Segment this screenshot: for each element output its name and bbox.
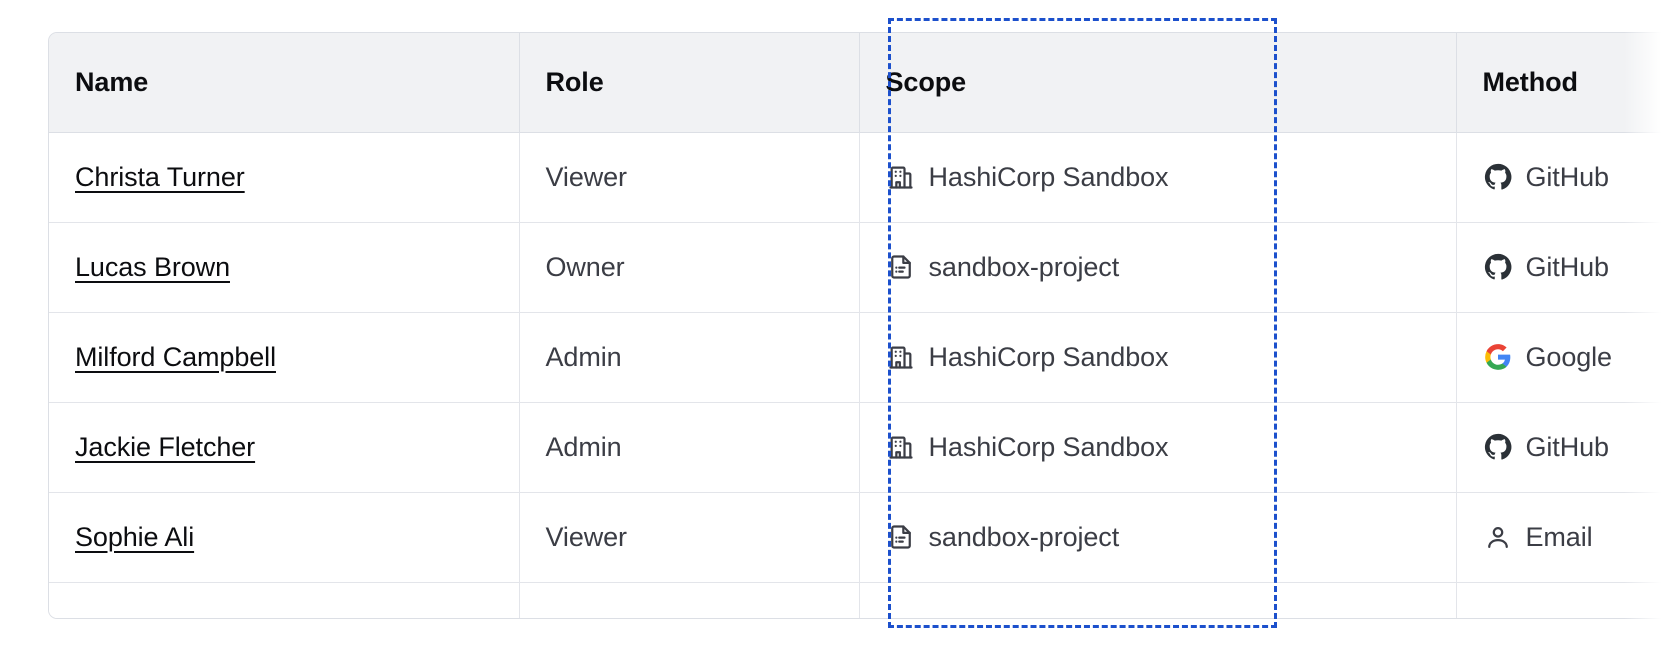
cell-role: Viewer (519, 492, 860, 583)
column-header-method[interactable]: Method (1456, 33, 1672, 133)
method-label: GitHub (1525, 251, 1610, 282)
scope-label: HashiCorp Sandbox (928, 341, 1169, 372)
cell-method: GitHub (1456, 132, 1672, 223)
cell-role: Owner (519, 222, 860, 313)
cell-method: Email (1456, 492, 1672, 583)
google-icon (1483, 342, 1513, 372)
user-name-link[interactable]: Christa Turner (75, 161, 245, 192)
scope-label: sandbox-project (928, 521, 1120, 552)
table-header: Name Role Scope Method (49, 33, 1672, 133)
project-document-icon (886, 522, 916, 552)
cell-role (519, 582, 860, 618)
user-name-link[interactable]: Sophie Ali (75, 521, 195, 552)
cell-role: Admin (519, 312, 860, 403)
scope-label: HashiCorp Sandbox (928, 431, 1169, 462)
method-label: GitHub (1525, 161, 1610, 192)
user-person-icon (1483, 522, 1513, 552)
cell-scope (859, 582, 1457, 618)
organization-building-icon (886, 162, 916, 192)
github-icon (1483, 432, 1513, 462)
method-label: Google (1525, 341, 1613, 372)
method-label: GitHub (1525, 431, 1610, 462)
github-icon (1483, 252, 1513, 282)
column-header-scope[interactable]: Scope (859, 33, 1457, 133)
permissions-table: Name Role Scope Method Christa Turner Vi… (49, 33, 1672, 618)
column-header-name[interactable]: Name (49, 33, 520, 133)
cell-name: Jackie Fletcher (49, 402, 520, 493)
cell-name: Christa Turner (49, 132, 520, 223)
table-row: Jackie Fletcher Admin (49, 402, 1672, 493)
cell-method: Google (1456, 312, 1672, 403)
github-icon (1483, 162, 1513, 192)
cell-method: GitHub (1456, 222, 1672, 313)
organization-building-icon (886, 432, 916, 462)
cell-scope: sandbox-project (859, 222, 1457, 313)
scope-label: HashiCorp Sandbox (928, 161, 1169, 192)
user-name-link[interactable]: Lucas Brown (75, 251, 230, 282)
table-row: Milford Campbell Admin (49, 312, 1672, 403)
scope-label: sandbox-project (928, 251, 1120, 282)
table-header-row: Name Role Scope Method (49, 33, 1672, 133)
table-row-partial (49, 582, 1672, 618)
cell-name: Lucas Brown (49, 222, 520, 313)
cell-name (49, 582, 520, 618)
cell-name: Milford Campbell (49, 312, 520, 403)
cell-scope: HashiCorp Sandbox (859, 402, 1457, 493)
table-body: Christa Turner Viewer (49, 132, 1672, 618)
cell-scope: HashiCorp Sandbox (859, 132, 1457, 223)
table-row: Christa Turner Viewer (49, 132, 1672, 223)
cell-name: Sophie Ali (49, 492, 520, 583)
method-label: Email (1525, 521, 1593, 552)
cell-role: Viewer (519, 132, 860, 223)
permissions-table-container: Name Role Scope Method Christa Turner Vi… (48, 32, 1672, 619)
cell-method: GitHub (1456, 402, 1672, 493)
organization-building-icon (886, 342, 916, 372)
cell-method (1456, 582, 1672, 618)
column-header-role[interactable]: Role (519, 33, 860, 133)
cell-scope: HashiCorp Sandbox (859, 312, 1457, 403)
cell-scope: sandbox-project (859, 492, 1457, 583)
project-document-icon (886, 252, 916, 282)
table-row: Sophie Ali Viewer sa (49, 492, 1672, 583)
user-name-link[interactable]: Jackie Fletcher (75, 431, 256, 462)
cell-role: Admin (519, 402, 860, 493)
table-row: Lucas Brown Owner sa (49, 222, 1672, 313)
user-name-link[interactable]: Milford Campbell (75, 341, 276, 372)
